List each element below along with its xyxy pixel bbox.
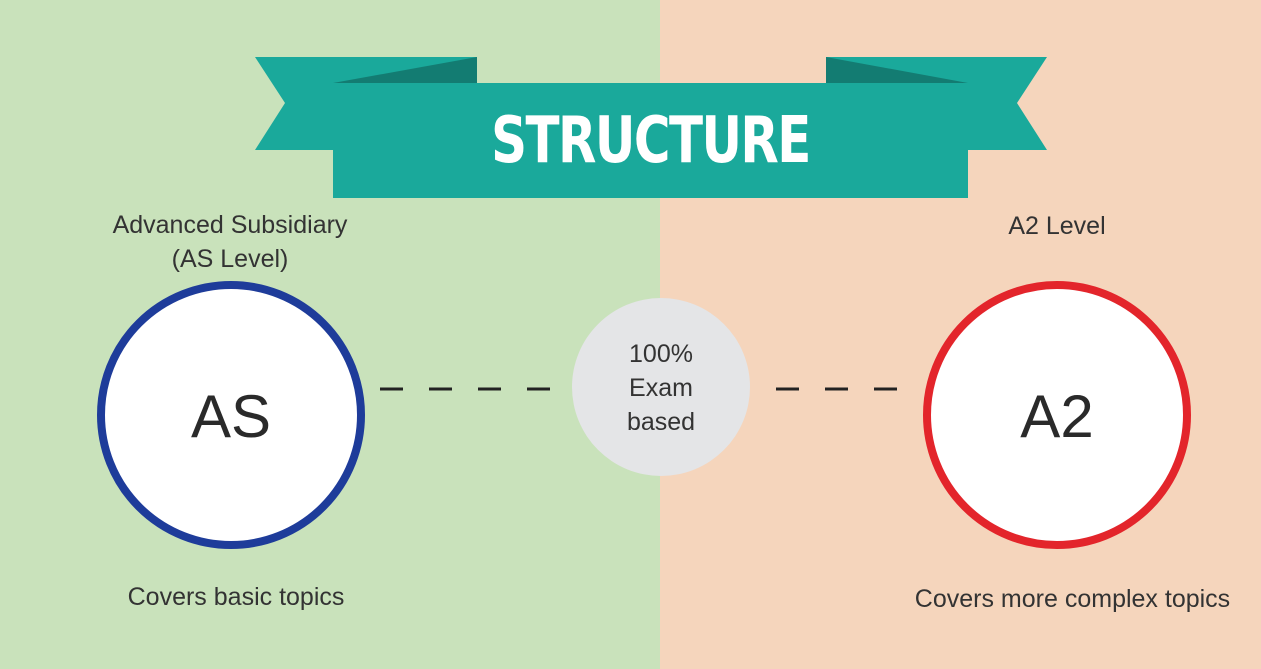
as-heading: Advanced Subsidiary (AS Level) <box>90 208 370 276</box>
as-description: Covers basic topics <box>127 583 345 611</box>
center-line2: Exam <box>629 374 693 402</box>
as-circle-label: AS <box>190 383 272 450</box>
a2-circle <box>923 281 1191 549</box>
a2-description: Covers more complex topics <box>914 585 1231 613</box>
as-circle <box>97 281 365 549</box>
center-line3: based <box>626 408 696 436</box>
center-circle <box>572 298 750 476</box>
as-heading-line2: (AS Level) <box>171 245 289 273</box>
a2-heading: A2 Level <box>1008 212 1106 240</box>
ribbon-title: STRUCTURE <box>491 103 811 178</box>
center-line1: 100% <box>629 340 693 368</box>
center-text: 100% Exam based <box>581 337 741 439</box>
ribbon-left-fold <box>333 57 477 83</box>
a2-circle-label: A2 <box>1020 383 1094 450</box>
ribbon-right-fold <box>826 57 968 83</box>
as-heading-line1: Advanced Subsidiary <box>112 211 348 239</box>
ribbon-band <box>333 83 968 198</box>
